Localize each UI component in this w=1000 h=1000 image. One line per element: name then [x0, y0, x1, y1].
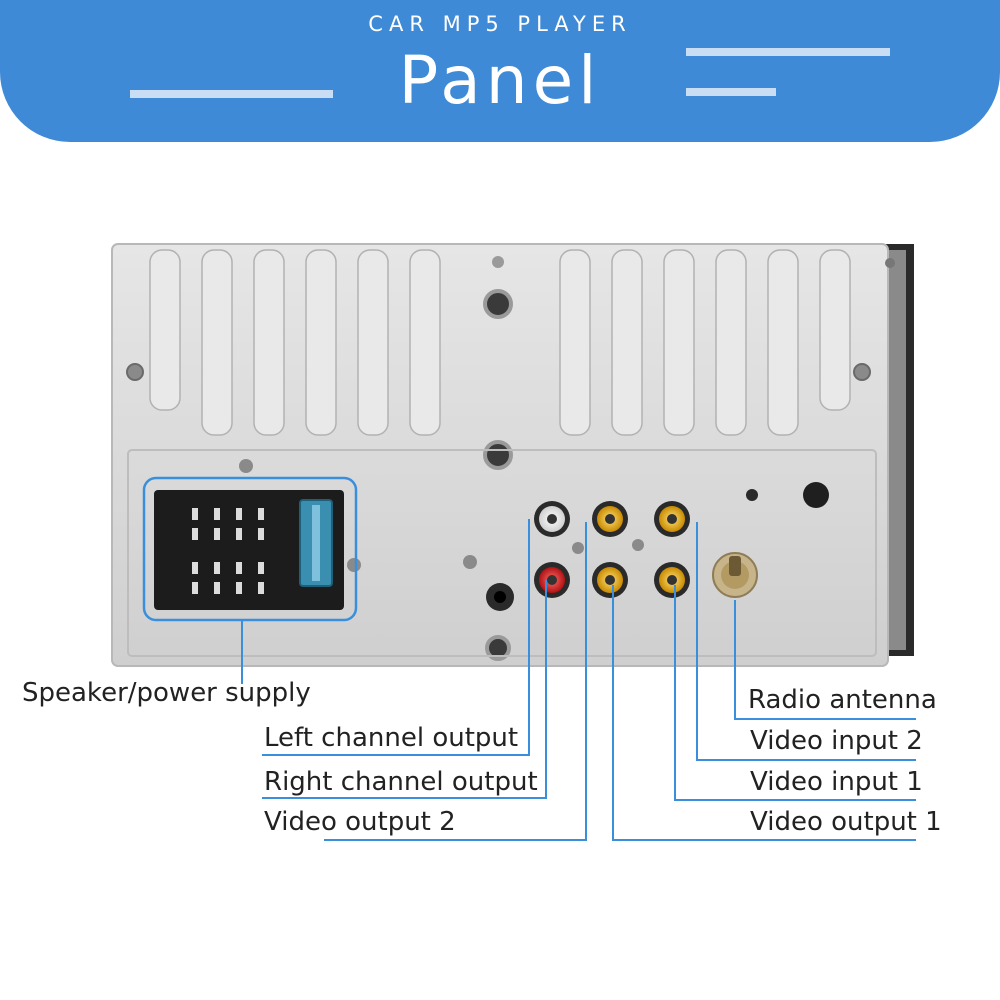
header-line-right-top	[686, 48, 890, 56]
heatsink-fins	[149, 249, 851, 436]
callout-radio-antenna	[734, 600, 916, 720]
label-video-input-2: Video input 2	[750, 726, 923, 756]
header-banner: CAR MP5 PLAYER Panel	[0, 0, 1000, 142]
lower-plate	[127, 449, 877, 657]
rca-right-channel	[534, 562, 570, 598]
mounting-holes	[126, 256, 895, 661]
rca-left-channel	[534, 501, 570, 537]
callout-video-input-2	[696, 522, 916, 761]
callout-video-output-2	[324, 522, 587, 841]
label-video-input-1: Video input 1	[750, 767, 923, 797]
label-left-channel: Left channel output	[264, 723, 519, 753]
aux-jack	[486, 583, 514, 611]
callout-right-channel	[262, 580, 547, 799]
callout-video-input-1	[674, 585, 916, 801]
label-video-output-2: Video output 2	[264, 807, 456, 837]
rca-video-output-1	[592, 562, 628, 598]
callout-lines	[241, 519, 916, 841]
label-radio-antenna: Radio antenna	[748, 685, 937, 715]
header-subtitle: CAR MP5 PLAYER	[368, 12, 632, 36]
rca-video-input-1	[654, 562, 690, 598]
iso-connector	[142, 476, 358, 622]
radio-antenna-jack	[712, 552, 758, 598]
callout-left-channel	[262, 519, 530, 756]
rca-video-output-2	[592, 501, 628, 537]
rca-video-input-2	[654, 501, 690, 537]
callout-video-output-1	[612, 585, 916, 841]
header-line-left	[130, 90, 333, 98]
rca-jacks	[534, 501, 690, 598]
header-title: Panel	[398, 42, 602, 119]
label-right-channel: Right channel output	[264, 767, 538, 797]
label-video-output-1: Video output 1	[750, 807, 942, 837]
label-speaker-power: Speaker/power supply	[22, 678, 311, 708]
header-line-right-bottom	[686, 88, 776, 96]
